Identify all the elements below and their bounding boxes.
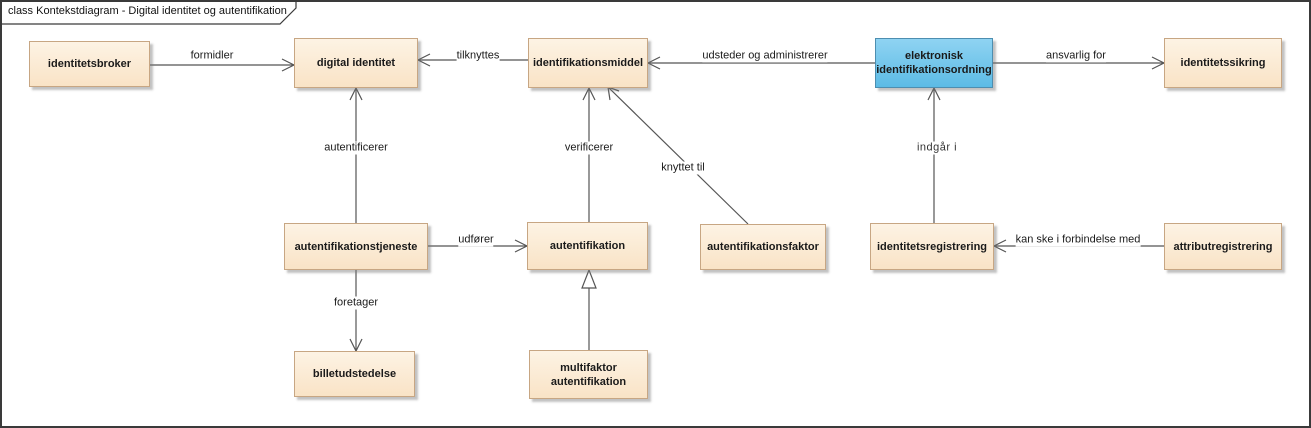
edge-label-autentificerer: autentificerer <box>324 141 388 155</box>
edge-label-verificerer: verificerer <box>564 141 614 155</box>
node-label: autentifikationsfaktor <box>707 241 819 253</box>
arrowhead <box>992 239 1007 253</box>
arrowhead <box>416 53 431 67</box>
node-identitetsbroker[interactable]: identitetsbroker <box>29 41 150 87</box>
node-autentifikation[interactable]: autentifikation <box>527 222 648 270</box>
edge-label-knyttet-til: knyttet til <box>661 161 705 175</box>
node-identitetsregistrering[interactable]: identitetsregistrering <box>870 223 994 270</box>
arrowhead <box>646 56 661 70</box>
generalization-triangle <box>581 268 597 289</box>
node-autentifikationstjeneste[interactable]: autentifikationstjeneste <box>284 223 428 270</box>
edge-label-udsteder-og-administrerer: udsteder og administrerer <box>702 49 828 63</box>
node-label: identifikationsmiddel <box>533 57 644 69</box>
arrowhead <box>582 86 596 101</box>
edge-label-foretager: foretager <box>333 296 379 310</box>
node-label: autentifikationstjeneste <box>294 240 418 253</box>
node-autentifikationsfaktor[interactable]: autentifikationsfaktor <box>700 224 826 270</box>
node-label: multifaktor autentifikation <box>550 361 627 388</box>
node-billetudstedelse[interactable]: billetudstedelse <box>294 351 415 397</box>
node-attributregistrering[interactable]: attributregistrering <box>1164 223 1282 270</box>
node-identitetssikring[interactable]: identitetssikring <box>1164 38 1282 88</box>
edge-knyttet-til <box>607 86 749 225</box>
node-label: digital identitet <box>316 57 396 69</box>
node-label: billetudstedelse <box>312 368 397 380</box>
node-label: elektronisk identifikationsordning <box>876 50 992 76</box>
frame-title-tab <box>2 2 297 25</box>
edge-label-ansvarlig-for: ansvarlig for <box>1046 49 1106 63</box>
node-label: identitetsbroker <box>47 58 132 70</box>
node-label: identitetsregistrering <box>876 240 988 253</box>
node-identifikationsmiddel[interactable]: identifikationsmiddel <box>528 38 648 88</box>
edge-label-indgaar-i: indgår i <box>916 141 958 155</box>
node-label: autentifikation <box>549 240 626 252</box>
node-digital-identitet[interactable]: digital identitet <box>294 38 418 88</box>
edge-label-formidler: formidler <box>190 49 234 63</box>
node-elektronisk-identifikationsordning[interactable]: elektronisk identifikationsordning <box>875 38 993 88</box>
node-multifaktor-autentifikation[interactable]: multifaktor autentifikation <box>529 350 648 399</box>
frame-title: class Kontekstdiagram - Digital identite… <box>8 5 287 17</box>
edge-label-kan-ske-i-forbindelse-med: kan ske i forbindelse med <box>1015 233 1141 247</box>
arrowhead <box>927 86 941 101</box>
node-label: identitetssikring <box>1180 57 1266 69</box>
node-label: attributregistrering <box>1173 240 1273 253</box>
arrowhead <box>349 86 363 101</box>
edge-label-tilknyttes: tilknyttes <box>456 49 500 63</box>
edge-label-udfoerer: udfører <box>458 233 494 247</box>
